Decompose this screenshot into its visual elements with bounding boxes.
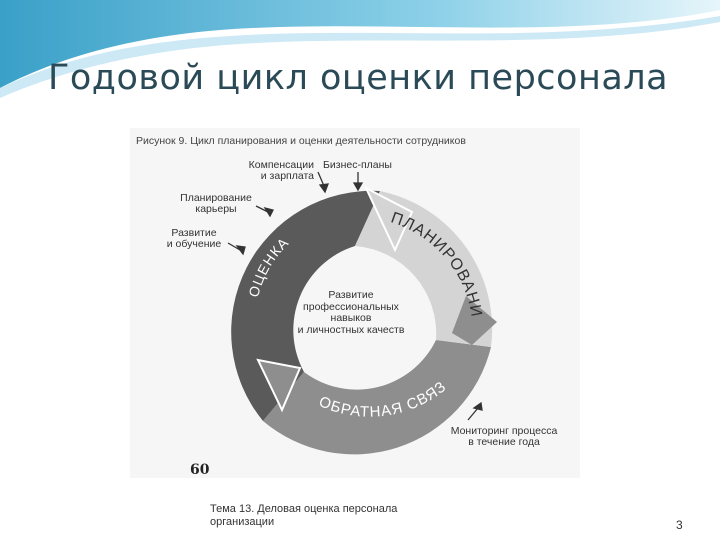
label-development-training: Развитие и обучение <box>166 227 222 250</box>
figure-page-label: 60 <box>190 462 210 478</box>
monitoring-arrowhead <box>452 296 497 345</box>
feedback-arrowhead <box>256 358 302 413</box>
header-swoosh <box>0 0 720 98</box>
figure-caption: Рисунок 9. Цикл планирования и оценки де… <box>136 135 466 147</box>
slide-title: Годовой цикл оценки персонала <box>48 58 669 98</box>
label-monitoring: Мониторинг процесса в течение года <box>450 425 558 448</box>
label-career-planning: Планирование карьеры <box>180 192 252 215</box>
label-compensation: Компенсации и зарплата <box>248 159 314 182</box>
center-text: Развитие профессиональных навыков и личн… <box>297 289 405 336</box>
label-business-plans: Бизнес-планы <box>323 159 392 171</box>
footer-line-1: Тема 13. Деловая оценка персонала <box>210 503 398 515</box>
footer-line-2: организации <box>210 516 275 528</box>
footer-topic: Тема 13. Деловая оценка персонала органи… <box>210 503 510 529</box>
slide-page-number: 3 <box>676 518 683 532</box>
ring-feedback-segment <box>263 340 491 455</box>
planning-arrowhead <box>363 185 414 253</box>
